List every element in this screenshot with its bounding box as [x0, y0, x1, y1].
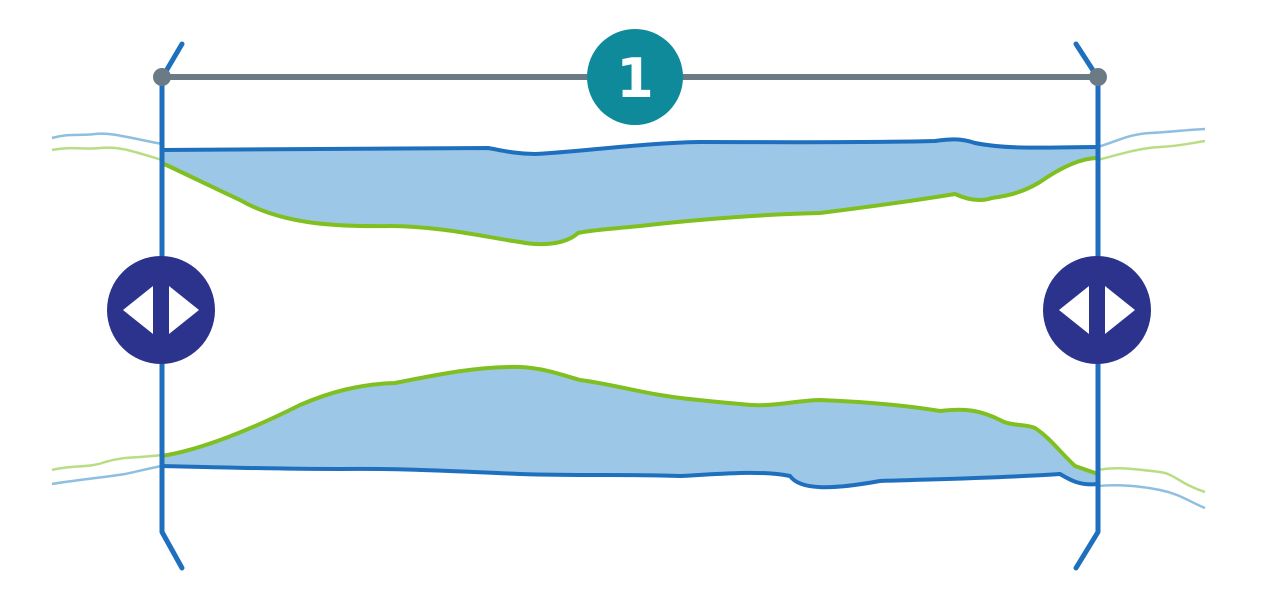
- step-badge: 1: [587, 29, 683, 125]
- left-section-handle[interactable]: [107, 256, 215, 364]
- left-right-arrows-icon: [123, 286, 199, 334]
- water-surface-line-bottom: [161, 464, 1099, 490]
- faint-bank-line: [1097, 139, 1206, 162]
- faint-water-line: [51, 132, 163, 146]
- water-area-top: [162, 139, 1098, 245]
- upstream-river-lines-top: [51, 127, 1206, 162]
- step-badge-label: 1: [616, 47, 654, 110]
- faint-bank-line: [51, 146, 163, 162]
- water-surface-line-top: [161, 137, 1099, 157]
- riverbank-line-top: [161, 156, 1099, 247]
- faint-water-line: [1097, 483, 1206, 510]
- bottom-channel: [161, 364, 1099, 490]
- step-badge-circle: [587, 29, 683, 125]
- top-channel: [161, 137, 1099, 247]
- right-section-handle[interactable]: [1043, 256, 1151, 364]
- faint-bank-line: [1097, 467, 1206, 494]
- handle-circle[interactable]: [1043, 256, 1151, 364]
- dimension-endpoint-left: [153, 68, 171, 86]
- dimension-endpoint-right: [1089, 68, 1107, 86]
- faint-bank-line: [51, 453, 163, 472]
- handle-circle[interactable]: [107, 256, 215, 364]
- downstream-river-lines-bottom: [51, 453, 1206, 510]
- left-right-arrows-icon: [1059, 286, 1135, 334]
- faint-water-line: [1097, 127, 1206, 149]
- faint-water-line: [51, 464, 163, 486]
- riverbank-line-bottom: [161, 364, 1099, 476]
- water-area-bottom: [162, 366, 1098, 488]
